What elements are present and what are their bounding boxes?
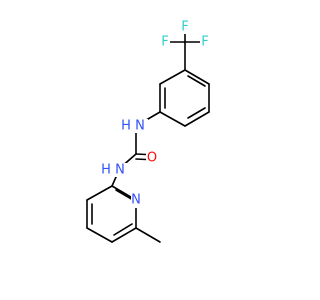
bonds <box>86 27 210 243</box>
bond-benzene-6 <box>159 69 186 85</box>
oxygen-label: O <box>147 151 157 166</box>
bond-methyl <box>135 227 161 243</box>
bond-pyridine-double-1 <box>115 189 134 201</box>
fluorine-label-right: F <box>201 35 208 50</box>
pyridine-nitrogen-label: N <box>131 193 141 208</box>
nitrogen-label-upper: N <box>135 119 145 134</box>
nitrogen-label-lower: N <box>115 163 125 178</box>
hydrogen-label-upper: H <box>121 119 131 134</box>
bond-benzene-3 <box>184 111 210 127</box>
fluorine-label-top: F <box>181 20 188 35</box>
atom-labels: F F F N H O N H N <box>101 20 209 208</box>
bond-benzene-4 <box>159 111 186 127</box>
bond-benzene-double-1 <box>187 75 206 87</box>
hydrogen-label-lower: H <box>101 163 111 178</box>
bond-benzene-1 <box>184 69 210 85</box>
label-backgrounds <box>106 20 210 208</box>
fluorine-label-left: F <box>161 35 168 50</box>
molecule-structure: F F F N H O N H N <box>86 20 210 243</box>
bond-pyridine-6 <box>86 185 113 201</box>
bond-pyridine-4 <box>86 227 113 243</box>
bond-benzene-double-2 <box>187 107 206 119</box>
bond-pyridine-double-2 <box>113 223 133 236</box>
bond-pyridine-3 <box>111 227 137 243</box>
